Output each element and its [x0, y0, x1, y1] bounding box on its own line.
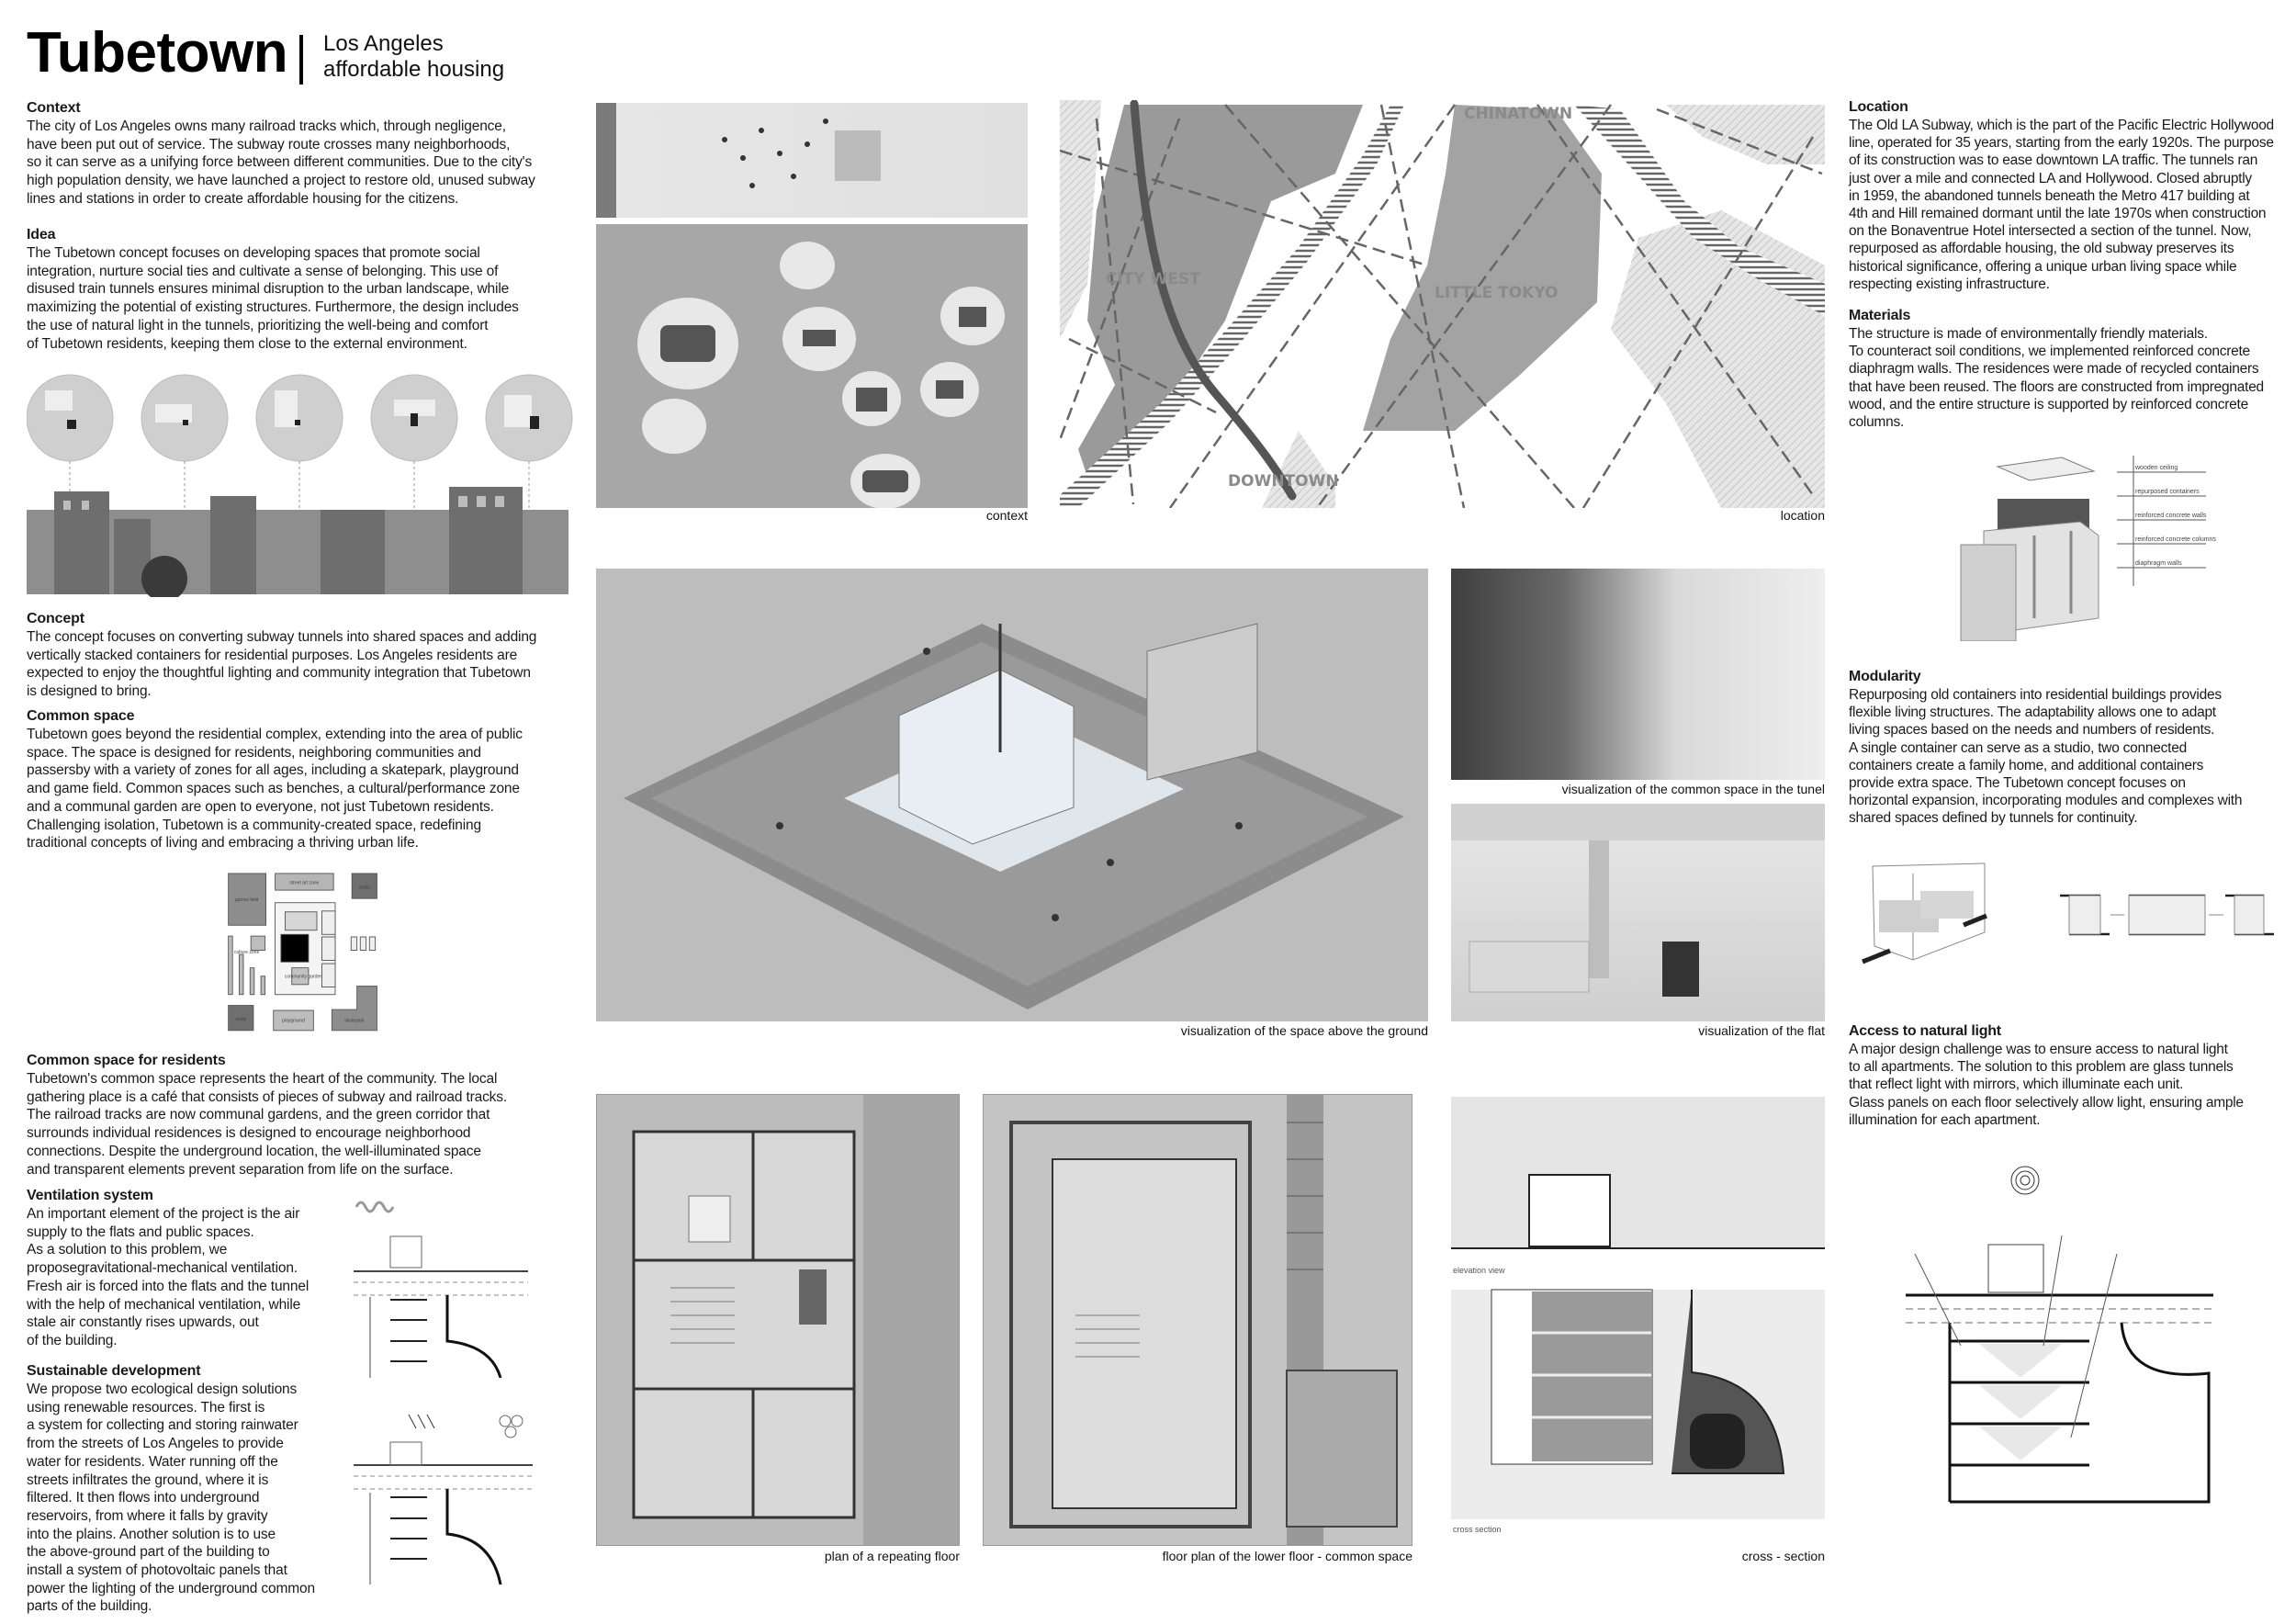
title-divider	[299, 35, 303, 85]
section-concept: Concept The concept focuses on convertin…	[27, 610, 536, 701]
neighborhood-circle	[255, 374, 343, 462]
caption-above-ground: visualization of the space above the gro…	[1180, 1023, 1428, 1038]
section-common-space: Common space Tubetown goes beyond the re…	[27, 707, 523, 852]
repeating-floor-plan	[596, 1094, 960, 1546]
section-common-space-residents: Common space for residents Tubetown's co…	[27, 1052, 507, 1179]
neighborhood-diagrams	[27, 374, 573, 597]
zone-label: seats	[359, 885, 370, 890]
flat-visualization	[1451, 804, 1825, 1021]
caption-location: location	[1780, 508, 1825, 523]
section-body: Tubetown's common space represents the h…	[27, 1071, 508, 1178]
natural-light-diagram	[1906, 1166, 2213, 1504]
caption-context: context	[985, 508, 1028, 523]
section-heading: Concept	[27, 611, 84, 626]
caption-tunnel: visualization of the common space in the…	[1561, 782, 1825, 796]
section-body: An important element of the project is t…	[27, 1206, 310, 1348]
zone-label: seats	[235, 1017, 246, 1022]
section-body: The city of Los Angeles owns many railro…	[27, 118, 535, 207]
section-idea: Idea The Tubetown concept focuses on dev…	[27, 226, 519, 353]
sun-icon	[2010, 1166, 2040, 1195]
section-body: The concept focuses on converting subway…	[27, 629, 537, 700]
poster-title: Tubetown	[27, 21, 288, 85]
rainwater-diagram	[354, 1414, 533, 1585]
zoning-diagram: games field street art zone seats cultur…	[228, 873, 377, 1032]
poster-subtitle: Los Angeles affordable housing	[323, 31, 505, 82]
section-heading: Location	[1849, 99, 1908, 115]
section-natural-light: Access to natural light A major design c…	[1849, 1022, 2244, 1129]
caption-repeating-floor: plan of a repeating floor	[824, 1549, 960, 1563]
material-label: reinforced concrete columns	[2135, 536, 2216, 543]
section-heading: Common space	[27, 708, 135, 724]
section-sustainable: Sustainable development We propose two e…	[27, 1362, 315, 1616]
zone-label: playground	[282, 1019, 305, 1024]
section-body: The Old LA Subway, which is the part of …	[1849, 118, 2274, 292]
section-body: A major design challenge was to ensure a…	[1849, 1042, 2244, 1128]
lower-floor-plan	[983, 1094, 1412, 1546]
old-subway-route	[1130, 100, 1297, 501]
material-label: wooden ceiling	[2134, 465, 2178, 471]
map-label: LITTLE TOKYO	[1435, 284, 1558, 302]
zone-label: community garden	[285, 975, 322, 980]
map-label: DOWNTOWN	[1228, 472, 1339, 491]
tunnel-visualization	[1451, 569, 1825, 780]
material-label: diaphragm walls	[2135, 560, 2182, 567]
zone-label: street art zone	[289, 881, 319, 886]
section-heading: Idea	[27, 227, 56, 242]
air-wave-icon	[355, 1201, 395, 1213]
map-label: CHINATOWN	[1464, 105, 1572, 123]
zone-label: games field	[235, 897, 259, 903]
section-heading: Access to natural light	[1849, 1023, 2001, 1039]
location-map: CITY WEST LITTLE TOKYO CHINATOWN DOWNTOW…	[1060, 100, 1825, 508]
label-cross-section: cross section	[1453, 1525, 1502, 1534]
map-district-east	[1363, 105, 1602, 431]
section-materials: Materials The structure is made of envir…	[1849, 307, 2264, 431]
section-heading: Sustainable development	[27, 1363, 201, 1379]
section-body: Tubetown goes beyond the residential com…	[27, 727, 523, 851]
caption-cross-section: cross - section	[1741, 1549, 1825, 1563]
above-ground-visualization	[596, 569, 1428, 1021]
context-tunnel-photos	[596, 224, 1028, 508]
caption-lower-floor: floor plan of the lower floor - common s…	[1162, 1549, 1412, 1563]
section-ventilation: Ventilation system An important element …	[27, 1187, 309, 1350]
section-heading: Materials	[1849, 308, 1911, 323]
map-label: CITY WEST	[1106, 270, 1200, 288]
section-heading: Modularity	[1849, 669, 1921, 684]
section-body: The Tubetown concept focuses on developi…	[27, 245, 519, 352]
caption-flat: visualization of the flat	[1698, 1023, 1825, 1038]
section-context: Context The city of Los Angeles owns man…	[27, 99, 535, 209]
neighborhood-circle	[27, 374, 114, 462]
section-heading: Context	[27, 100, 81, 116]
modularity-diagrams	[1862, 863, 2274, 964]
section-heading: Common space for residents	[27, 1053, 226, 1068]
section-body: Repurposing old containers into resident…	[1849, 687, 2243, 827]
section-modularity: Modularity Repurposing old containers in…	[1849, 668, 2242, 828]
zone-label: skatepark	[344, 1019, 365, 1024]
solar-panel-icon	[499, 1415, 523, 1438]
material-label: repurposed containers	[2135, 489, 2200, 495]
zone-label: culture zone	[234, 950, 259, 955]
material-label: reinforced concrete walls	[2135, 513, 2207, 519]
section-location: Location The Old LA Subway, which is the…	[1849, 98, 2274, 293]
materials-exploded-diagram: wooden ceiling repurposed containers rei…	[1960, 456, 2216, 641]
section-body: We propose two ecological design solutio…	[27, 1382, 315, 1615]
label-elevation-view: elevation view	[1453, 1266, 1505, 1275]
section-heading: Ventilation system	[27, 1188, 153, 1203]
context-street-image	[596, 103, 1028, 218]
cross-section-drawing: elevation view cross section	[1451, 1097, 1825, 1539]
map-district-city-west	[1078, 105, 1363, 477]
ventilation-diagram	[354, 1201, 528, 1378]
section-body: The structure is made of environmentally…	[1849, 326, 2264, 431]
